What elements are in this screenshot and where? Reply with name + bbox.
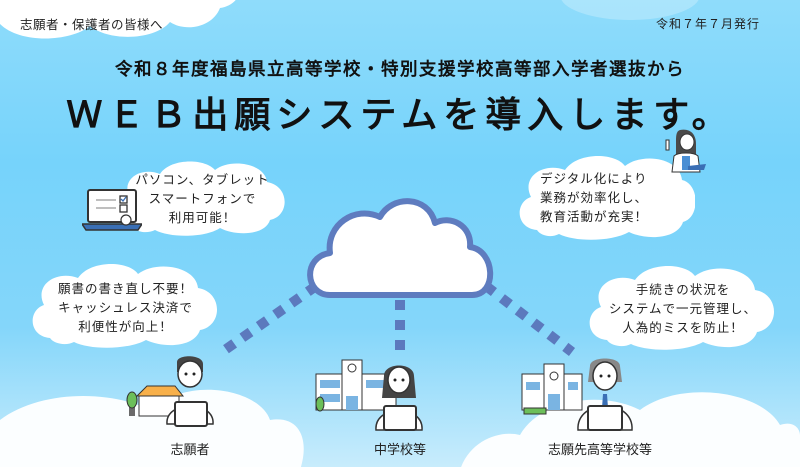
junior-high-school-icon xyxy=(315,359,423,431)
benefit-bubble-devices xyxy=(119,161,285,236)
cloud-icon xyxy=(307,198,494,298)
top-right-cloud-decoration xyxy=(561,0,699,20)
high-school-icon xyxy=(521,358,633,431)
teacher-pointing-icon xyxy=(665,129,706,173)
role-label-high-school: 志願先高等学校等 xyxy=(547,443,652,458)
role-label-junior-high: 中学校等 xyxy=(373,443,426,458)
subtitle: 令和８年度福島県立高等学校・特別支援学校高等部入学者選抜から xyxy=(115,60,685,80)
audience-label: 志願者・保護者の皆様へ xyxy=(20,17,164,32)
header-cloud-decoration xyxy=(0,0,236,39)
benefit-text-devices: パソコン、タブレット スマートフォンで 利用可能！ xyxy=(135,172,270,225)
benefit-text-digital: デジタル化により 業務が効率化し、 教育活動が充実！ xyxy=(540,171,649,224)
benefit-text-cashless: 願書の書き直し不要！ キャッシュレス決済で 利便性が向上！ xyxy=(57,281,193,334)
page-title: ＷＥＢ出願システムを導入します。 xyxy=(66,95,734,136)
benefit-text-management: 手続きの状況を システムで一元管理し、 人為的ミスを防止！ xyxy=(608,282,758,335)
role-label-applicant: 志願者 xyxy=(170,443,210,458)
benefit-bubble-cashless xyxy=(32,263,218,348)
benefit-bubble-digital xyxy=(519,155,695,240)
laptop-checklist-icon xyxy=(82,189,142,231)
issue-date: 令和７年７月発行 xyxy=(655,17,760,31)
benefit-bubble-management xyxy=(589,265,775,350)
applicant-at-home-icon xyxy=(126,356,214,427)
